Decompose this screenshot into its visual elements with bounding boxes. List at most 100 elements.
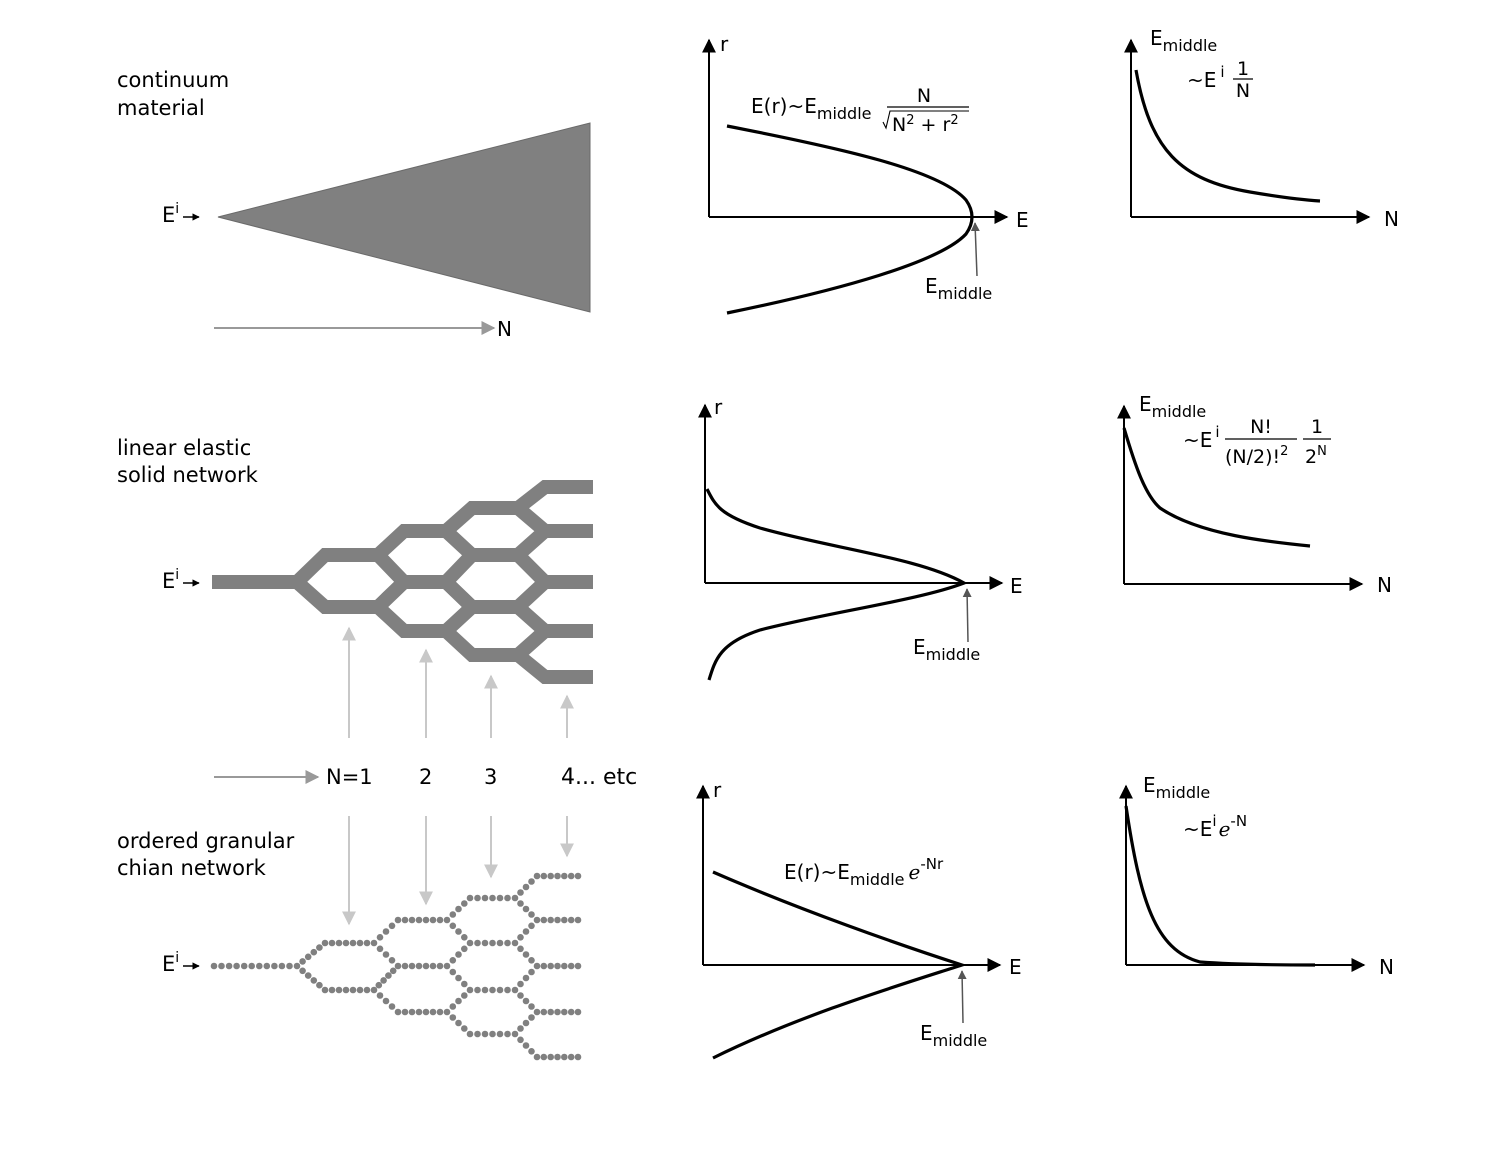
bead (363, 939, 371, 947)
bead (299, 967, 306, 975)
row1-profile-plot: r E E(r)~Emiddle N N2 + r2 Emiddle (702, 32, 1029, 315)
bead (561, 962, 568, 970)
row2-profile-pointer-label: Emiddle (913, 635, 980, 664)
bead (517, 945, 524, 953)
bead (455, 974, 462, 982)
bead (370, 986, 378, 994)
bead (561, 916, 568, 924)
bead (455, 1019, 462, 1027)
row2-decay-formula-den2: 2N (1305, 444, 1327, 468)
bead (533, 872, 541, 880)
row3-profile-e-label: E (1009, 955, 1022, 979)
layer-label-3: 3 (484, 765, 497, 789)
row1-decay-x-label: N (1384, 207, 1399, 231)
bead (528, 1003, 535, 1010)
row3-label: ordered granular chian network (117, 829, 301, 880)
bead (547, 1008, 554, 1016)
bead (511, 894, 519, 902)
bead (461, 980, 468, 988)
bead (380, 977, 387, 984)
bead (561, 872, 568, 880)
elastic-network (212, 480, 593, 684)
row1-profile-curve (726, 124, 974, 315)
bead (376, 992, 384, 999)
row2-profile-plot: r E Emiddle (698, 395, 1023, 681)
bead (522, 1042, 530, 1049)
bead (504, 894, 511, 902)
bead (540, 916, 548, 924)
bead (522, 905, 530, 913)
row2-profile-curve (705, 488, 968, 681)
bead (376, 945, 384, 953)
bead (415, 1008, 423, 1016)
bead (540, 872, 548, 880)
bead (540, 962, 548, 970)
bead (574, 872, 582, 880)
bead (461, 945, 468, 953)
bead (561, 1008, 568, 1016)
bead (370, 939, 378, 947)
bead (210, 962, 218, 970)
bead (263, 962, 271, 970)
bead (522, 997, 530, 1005)
bead (401, 1008, 409, 1016)
bead (342, 939, 350, 947)
bead (408, 916, 416, 924)
granular-chain-network (210, 872, 582, 1061)
bead (455, 997, 462, 1005)
bead (293, 962, 301, 970)
bead (533, 1053, 541, 1061)
bead (394, 962, 402, 970)
bead (567, 1008, 575, 1016)
bead (489, 939, 496, 947)
bead (408, 1008, 416, 1016)
bead (328, 986, 336, 994)
bead (385, 972, 392, 979)
bead (461, 900, 468, 907)
bead (489, 986, 496, 994)
row1-decay-formula-num: 1 (1237, 58, 1249, 80)
row2-input-label: Ei (162, 567, 179, 593)
bead (449, 1003, 457, 1010)
bead (517, 980, 524, 988)
bead (554, 1008, 561, 1016)
bead (461, 934, 468, 941)
bead (517, 900, 524, 907)
bead (436, 962, 444, 970)
bead (443, 1008, 451, 1016)
bead (533, 916, 541, 924)
row1-label: continuum material (117, 68, 236, 120)
bead (496, 1030, 504, 1038)
bead (496, 894, 504, 902)
bead (375, 981, 383, 989)
bead (517, 992, 524, 999)
bead (522, 1019, 530, 1027)
row2-decay-formula-den1: (N/2)!2 (1225, 444, 1288, 468)
row2-decay-curve (1122, 427, 1311, 548)
bead (517, 1025, 524, 1032)
bead (511, 1030, 519, 1038)
bead (436, 916, 444, 924)
bead (394, 1008, 402, 1016)
row2-decay-formula-num2: 1 (1311, 416, 1323, 438)
bead (567, 872, 575, 880)
layer-label-4: 4... etc (561, 765, 637, 790)
bead (461, 992, 468, 999)
bead (522, 928, 530, 935)
row1-input-label: Ei (162, 201, 179, 227)
bead (363, 986, 371, 994)
bead (554, 1053, 561, 1061)
row2-decay-formula-num1: N! (1250, 416, 1272, 438)
bead (422, 916, 430, 924)
bead (304, 953, 312, 961)
bead (316, 981, 323, 989)
bead (554, 916, 561, 924)
bead (408, 962, 416, 970)
bead (466, 939, 474, 947)
bead (321, 939, 329, 947)
bead (449, 922, 457, 930)
